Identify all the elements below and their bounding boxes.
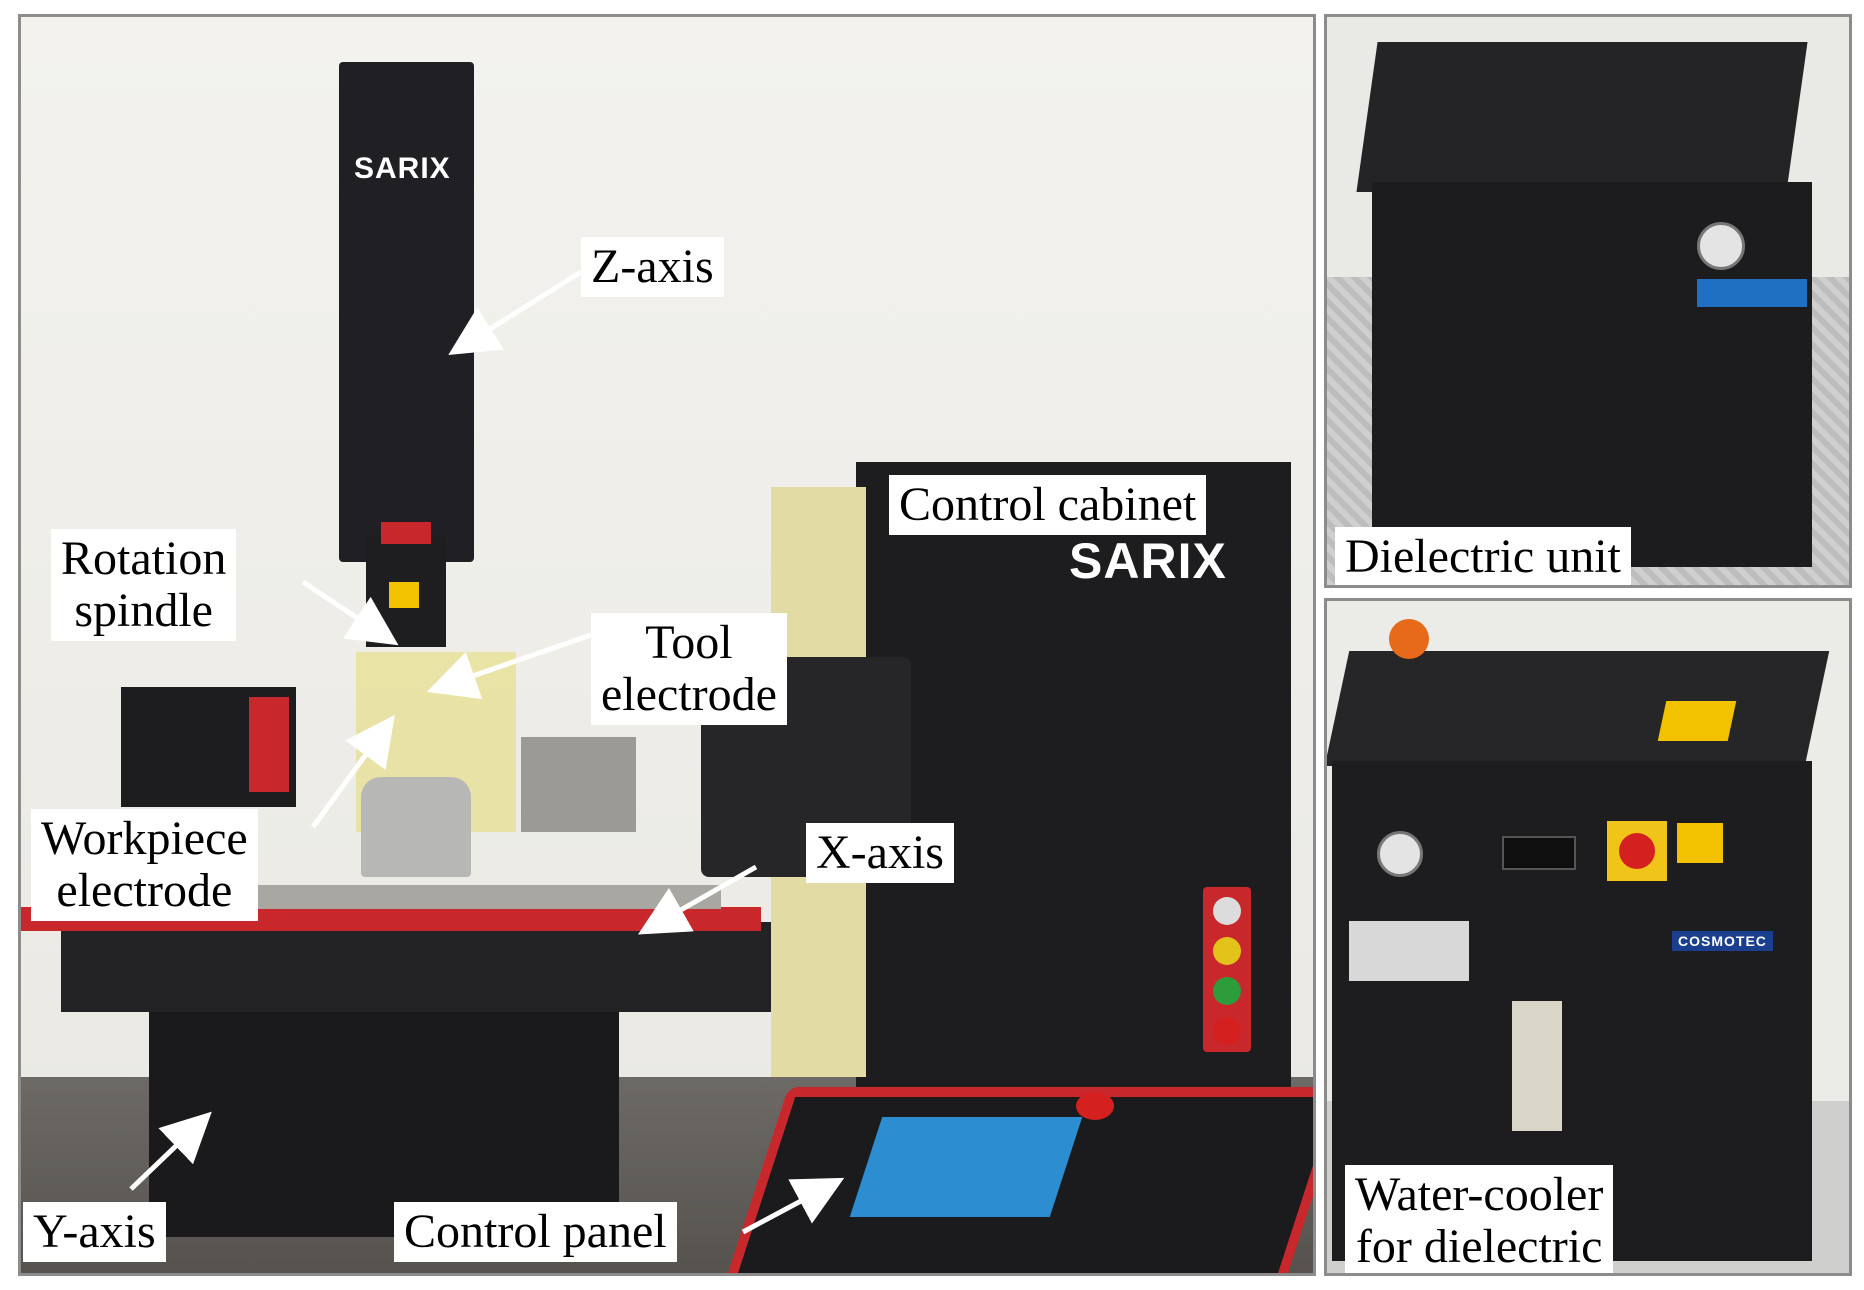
clamping-fixture (521, 737, 636, 832)
machine-base (61, 922, 781, 1012)
label-tool-electrode: Tool electrode (591, 613, 787, 725)
arrow-workpiece-electrode (310, 714, 395, 829)
y-axis-base (149, 1007, 619, 1237)
fill-cap (1389, 619, 1429, 659)
label-water-cooler-line1: Water-cooler (1355, 1168, 1604, 1221)
label-x-axis: X-axis (806, 823, 954, 883)
arrow-rotation-spindle (301, 579, 399, 646)
pressure-gauge (1697, 222, 1745, 270)
arrow-tool-electrode (426, 632, 592, 700)
dielectric-unit-top (1356, 42, 1808, 192)
yellow-button (1213, 937, 1241, 965)
dielectric-unit-body (1372, 182, 1812, 567)
label-rotation-spindle-line1: Rotation (61, 532, 227, 585)
water-cooler-photo: COSMOTEC Water-cooler for dielectric (1324, 598, 1852, 1276)
main-machine-photo: SARIX SARIX Z-axis Rotation spindle Tool… (18, 14, 1316, 1276)
label-water-cooler: Water-cooler for dielectric (1345, 1165, 1614, 1273)
water-cooler-top (1327, 651, 1830, 766)
green-button (1213, 977, 1241, 1005)
arrow-x-axis (637, 864, 758, 935)
label-control-cabinet: Control cabinet (889, 475, 1207, 535)
label-workpiece-electrode-line2: electrode (56, 864, 233, 917)
workpiece-holder (361, 777, 471, 877)
dielectric-unit-photo: Dielectric unit (1324, 14, 1852, 588)
label-workpiece-electrode-line1: Workpiece (41, 812, 248, 865)
label-rotation-spindle-line2: spindle (74, 584, 213, 637)
temperature-controller (1502, 836, 1576, 870)
red-button (1213, 1017, 1241, 1045)
label-workpiece-electrode: Workpiece electrode (31, 809, 258, 921)
label-dielectric-unit: Dielectric unit (1335, 527, 1631, 585)
label-y-axis: Y-axis (23, 1202, 166, 1262)
label-z-axis: Z-axis (581, 237, 724, 297)
safety-stickers (1697, 279, 1807, 307)
main-switch-knob (1619, 833, 1655, 869)
label-rotation-spindle: Rotation spindle (51, 529, 237, 641)
emergency-stop-button (1076, 1092, 1114, 1120)
white-button (1213, 897, 1241, 925)
label-tool-electrode-line1: Tool (645, 616, 733, 669)
arrow-y-axis (129, 1111, 212, 1191)
sarix-logo-column: SARIX (354, 152, 451, 185)
sarix-logo-cabinet: SARIX (1069, 533, 1227, 589)
label-water-cooler-line2: for dielectric (1355, 1220, 1603, 1273)
spindle-red-cap (381, 522, 431, 544)
top-warning-label (1657, 701, 1737, 741)
rotary-unit-red-plate (249, 697, 289, 792)
water-level-window (1512, 1001, 1562, 1131)
label-control-panel: Control panel (394, 1202, 677, 1262)
arrow-control-panel (741, 1177, 845, 1235)
cooler-pressure-gauge (1377, 831, 1423, 877)
label-tool-electrode-line2: electrode (601, 668, 777, 721)
voltage-warning-sticker (1677, 823, 1723, 863)
rating-plate (1349, 921, 1469, 981)
cosmotec-logo: COSMOTEC (1672, 931, 1773, 951)
arrow-z-axis (448, 269, 583, 355)
annotation-arrows (129, 269, 845, 1235)
